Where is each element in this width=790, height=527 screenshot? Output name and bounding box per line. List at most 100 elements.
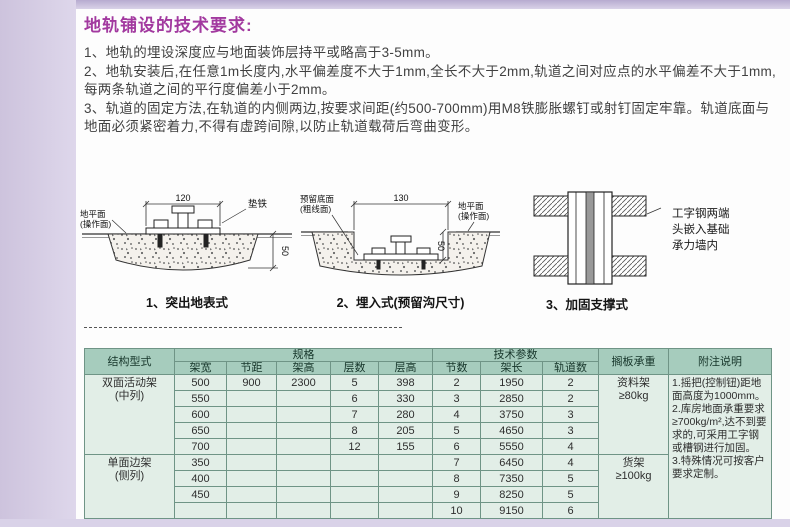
cell-layers: 6	[330, 390, 379, 407]
col-shelf-load: 搁板承重	[598, 348, 670, 375]
ground-leader-line	[111, 219, 127, 234]
dim-50-value: 50	[436, 241, 446, 251]
cell-layer-height	[378, 454, 433, 471]
note-line: 2.库房地面承重要求≥700kg/m²,达不到要求的,可采用工字钢或槽钢进行加固…	[672, 403, 767, 454]
cell-layer-height	[378, 470, 433, 487]
rail-assembly	[363, 235, 439, 270]
cell-layers: 5	[330, 374, 379, 391]
cell-height	[276, 406, 331, 423]
ground-plane-label-2: (操作面)	[458, 211, 489, 221]
col-rails: 轨道数	[541, 361, 600, 375]
col-structure: 结构型式	[84, 348, 175, 375]
cell-rails: 4	[541, 438, 600, 455]
cell-pitch	[226, 390, 277, 407]
ibeam-embed-note: 工字钢两端 头嵌入基础 承力墙内	[672, 206, 730, 254]
cell-length: 4650	[480, 422, 543, 439]
cell-height	[276, 470, 331, 487]
ground-plane-label-2: (操作面)	[80, 219, 111, 229]
cell-layer-height: 330	[378, 390, 433, 407]
load-name: 资料架	[617, 377, 651, 389]
header-row-groups: 结构型式 规格 技术参数 搁板承重 附注说明	[84, 348, 773, 375]
cell-layers: 12	[330, 438, 379, 455]
cell-shelf-load: 资料架 ≥80kg	[598, 374, 670, 455]
cell-sections: 4	[432, 406, 481, 423]
header-row-columns: 架宽 节距 架高 层数 层高 节数 架长 轨道数	[85, 361, 772, 375]
cell-rails: 5	[541, 470, 600, 487]
diagram-1-caption: 1、突出地表式	[146, 296, 228, 310]
concrete-foundation	[107, 233, 259, 271]
cell-layers	[330, 454, 379, 471]
cell-pitch	[226, 454, 277, 471]
requirement-item-1: 1、地轨的埋设深度应与地面装饰层持平或略高于3-5mm。	[84, 45, 439, 60]
col-layers: 层数	[330, 361, 379, 375]
col-layer-height: 层高	[378, 361, 433, 375]
cell-layers: 8	[330, 422, 379, 439]
cell-sections: 10	[432, 502, 481, 519]
cell-layer-height	[378, 486, 433, 503]
cell-width: 650	[174, 422, 227, 439]
spec-table: 结构型式 规格 技术参数 搁板承重 附注说明 架宽 节距 架高 层数 层高 节数…	[84, 348, 773, 519]
ibeam	[567, 191, 613, 285]
diagram-3-caption: 3、加固支撑式	[546, 298, 628, 312]
cell-rails: 4	[541, 454, 600, 471]
cell-width: 550	[174, 390, 227, 407]
cell-pitch	[226, 422, 277, 439]
cell-pitch	[226, 502, 277, 519]
cell-sections: 7	[432, 454, 481, 471]
diagram-reinforced-type: 3、加固支撑式	[512, 188, 662, 313]
cell-height: 2300	[276, 374, 331, 391]
top-border-strip	[0, 0, 790, 9]
cell-notes: 1.摇把(控制钮)距地面高度为1000mm。 2.库房地面承重要求≥700kg/…	[668, 374, 773, 519]
dim-50-value: 50	[280, 246, 290, 256]
reserved-bottom-label-1: 预留底面	[300, 194, 335, 204]
diagram-2-caption: 2、埋入式(预留沟尺寸)	[336, 296, 465, 310]
diagram-protruding-drawing: 120 垫铁 地平面 (操作面) 50	[80, 193, 292, 272]
table-row: 600 7 280 4 3750 3	[85, 406, 772, 423]
cell-layers: 7	[330, 406, 379, 423]
cell-length: 6450	[480, 454, 543, 471]
dim-120-value: 120	[175, 193, 190, 203]
note-line: 头嵌入基础	[672, 224, 730, 236]
col-sections: 节数	[432, 361, 481, 375]
diagram-embedded-drawing: 130 预留底面 (粗线面) 地平面 (操作面) 50	[300, 193, 500, 276]
requirement-item-2: 2、地轨安装后,在任意1m长度内,水平偏差度不大于1mm,全长不大于2mm,轨道…	[84, 63, 777, 98]
cell-layer-height: 398	[378, 374, 433, 391]
cell-width: 700	[174, 438, 227, 455]
note-line: 承力墙内	[672, 240, 718, 252]
structure-name: 单面边架	[107, 457, 152, 469]
shim-leader-line	[221, 208, 247, 224]
cell-rails: 3	[541, 422, 600, 439]
cell-length: 2850	[480, 390, 543, 407]
col-length: 架长	[480, 361, 543, 375]
structure-name-sub: (侧列)	[114, 470, 145, 482]
note-line: 工字钢两端	[672, 208, 730, 220]
cell-rails: 2	[541, 374, 600, 391]
cell-width: 400	[174, 470, 227, 487]
reserved-leader-line	[331, 214, 359, 256]
cell-sections: 2	[432, 374, 481, 391]
cell-height	[276, 454, 331, 471]
structure-name: 双面活动架	[102, 377, 157, 389]
cell-height	[276, 438, 331, 455]
cell-rails: 5	[541, 486, 600, 503]
cell-length: 9150	[480, 502, 543, 519]
cell-width	[174, 502, 227, 519]
dimension-130	[350, 200, 452, 230]
col-pitch: 节距	[226, 361, 277, 375]
group-tech: 技术参数	[431, 348, 600, 362]
cell-layer-height	[378, 502, 433, 519]
cell-sections: 6	[432, 438, 481, 455]
cell-sections: 9	[432, 486, 481, 503]
bottom-border-strip	[0, 519, 790, 527]
left-border-strip	[0, 0, 76, 527]
cell-height	[276, 486, 331, 503]
cell-sections: 3	[432, 390, 481, 407]
dimension-50	[248, 230, 278, 272]
load-value: ≥100kg	[615, 470, 652, 482]
ground-plane-label-1: 地平面	[458, 201, 484, 211]
cell-layers	[330, 486, 379, 503]
cell-length: 7350	[480, 470, 543, 487]
requirements-text: 1、地轨的埋设深度应与地面装饰层持平或略高于3-5mm。 2、地轨安装后,在任意…	[84, 44, 782, 137]
cell-pitch	[226, 470, 277, 487]
